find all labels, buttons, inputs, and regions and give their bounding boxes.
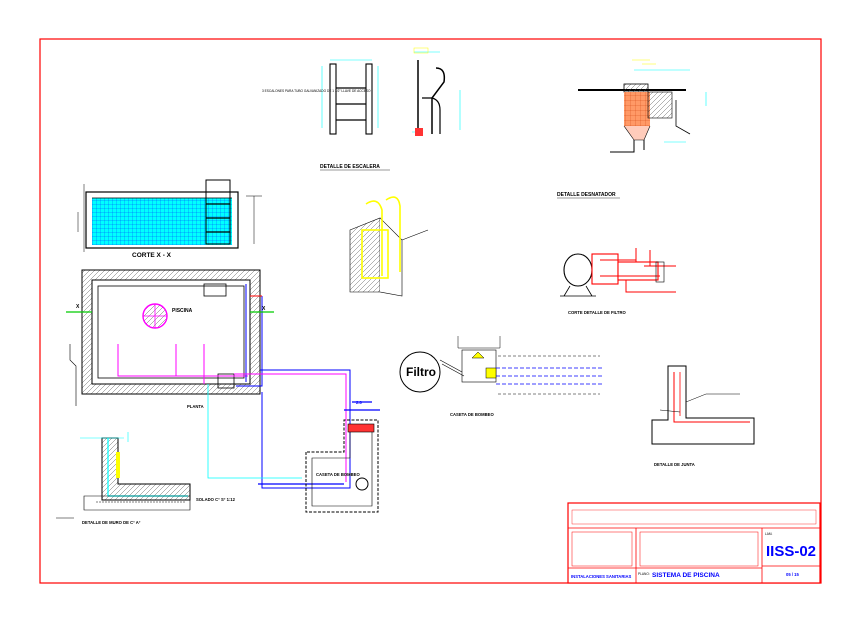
joint-detail [651,365,755,445]
filter-detail-title: CORTE DETALLE DE FILTRO [568,310,627,315]
wall-detail-title: DETALLE DE MURO DE C° A° [82,520,141,525]
ladder-note: 3 ESCALONES PARA TUBO GALVANIZADO DE 1 1… [262,89,371,93]
plan-title: PLANTA [187,404,204,409]
discipline-label: INSTALACIONES SANITARIAS [571,574,632,579]
section-x-x-title: CORTE X - X [132,252,172,259]
skimmer-detail [578,59,707,153]
svg-text:X: X [262,306,266,312]
pump-schematic-title: CASETA DE BOMBEO [450,412,494,417]
wall-detail [56,432,191,519]
joint-detail-title: DETALLE DE JUNTA [654,462,695,467]
sheet-number: 05 / 15 [786,572,799,577]
pump-house-title: CASETA DE BOMBEO [316,472,360,477]
pool-plan: X X [66,269,274,406]
pump-schematic [399,336,602,395]
pump-house-dimension: 2.0 [356,400,362,405]
sheet-title-label: PLANO: [638,572,650,576]
sheet-code-label: LAM. [765,532,773,536]
ladder-isometric [349,196,429,297]
svg-text:X: X [76,304,80,310]
solado-label: SOLADO C° S° 1:12 [196,497,236,502]
ladder-detail-title: DETALLE DE ESCALERA [320,164,380,170]
pool-piping [207,369,351,489]
sheet-code: IISS-02 [766,543,816,560]
pool-label: PISCINA [172,308,193,314]
drawing-border [39,38,822,584]
title-block [567,502,821,584]
filter-label: Filtro [406,365,436,379]
filter-section-detail [560,248,676,297]
pump-house: 2.0 [305,400,380,513]
ladder-detail [321,47,461,136]
sheet-title: SISTEMA DE PISCINA [652,572,720,579]
section-x-x [77,179,262,252]
skimmer-detail-title: DETALLE DESNATADOR [557,192,616,198]
